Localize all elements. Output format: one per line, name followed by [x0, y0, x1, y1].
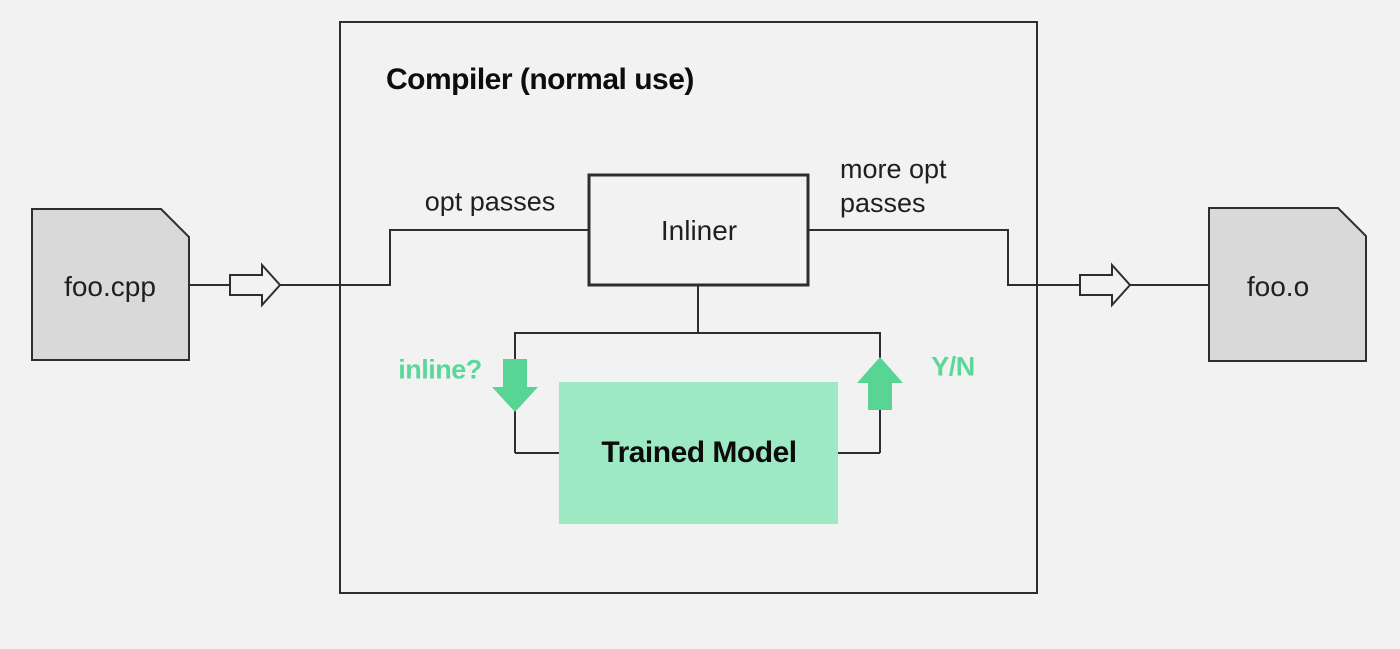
document-foo-cpp	[31, 208, 190, 361]
opt-passes-label: opt passes	[424, 186, 556, 217]
document-foo-o	[1208, 207, 1367, 362]
yes-no-label: Y/N	[931, 351, 975, 382]
inliner-label: Inliner	[660, 215, 738, 246]
yn-answer-up-arrow-icon	[857, 357, 903, 410]
compiler-box	[339, 21, 1038, 594]
inline-query-down-arrow-icon	[492, 359, 538, 412]
compiler-title: Compiler (normal use)	[386, 63, 694, 96]
trained-model-box	[559, 382, 838, 524]
trained-model-label: Trained Model	[601, 436, 797, 469]
output-file-label: foo.o	[1246, 271, 1310, 302]
more-opt-passes-label: more opt passes	[840, 154, 947, 218]
connector-more-opt-passes	[808, 229, 1081, 286]
inliner-box	[587, 173, 810, 287]
connector-opt-passes	[280, 229, 589, 286]
inline-question-label: inline?	[398, 354, 482, 385]
output-flow-arrow-icon	[1079, 262, 1132, 308]
input-flow-arrow-icon	[229, 262, 282, 308]
input-file-label: foo.cpp	[64, 271, 156, 302]
